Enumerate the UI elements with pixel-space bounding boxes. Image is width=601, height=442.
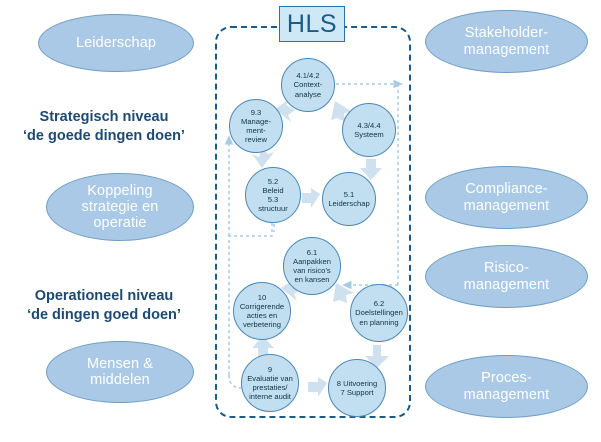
ellipse-risicomanagement[interactable]: Risico- management	[425, 245, 588, 308]
node-evaluatie-prestaties-audit[interactable]: 9 Evaluatie van prestaties/ interne audi…	[241, 354, 299, 412]
node-systeem[interactable]: 4.3/4.4 Systeem	[342, 103, 396, 157]
node-leiderschap[interactable]: 5.1 Leiderschap	[322, 172, 376, 226]
ellipse-leiderschap[interactable]: Leiderschap	[38, 14, 194, 72]
ellipse-stakeholdermanagement[interactable]: Stakeholder- management	[425, 10, 588, 73]
ellipse-koppeling-strategie-operatie[interactable]: Koppeling strategie en operatie	[46, 173, 194, 241]
node-doelstellingen-planning[interactable]: 6.2 Doelstellingen en planning	[350, 284, 408, 342]
node-management-review[interactable]: 9.3 Manage- ment- review	[229, 99, 283, 153]
caption-strategisch-niveau: Strategisch niveau ‘de goede dingen doen…	[23, 109, 185, 144]
ellipse-procesmanagement[interactable]: Proces- management	[425, 355, 588, 418]
ellipse-compliancemanagement[interactable]: Compliance- management	[425, 166, 588, 229]
node-corrigerende-acties-verbetering[interactable]: 10 Corrigerende acties en verbetering	[233, 282, 291, 340]
hls-title-box: HLS	[279, 6, 345, 42]
caption-operationeel-niveau: Operationeel niveau ‘de dingen goed doen…	[27, 288, 181, 323]
node-uitvoering-support[interactable]: 8 Uitvoering 7 Support	[328, 359, 386, 417]
node-beleid-structuur[interactable]: 5.2 Beleid 5.3 structuur	[245, 167, 301, 223]
ellipse-mensen-middelen[interactable]: Mensen & middelen	[46, 341, 194, 403]
node-aanpakken-risicos-kansen[interactable]: 6.1 Aanpakken van risico’s en kansen	[283, 237, 341, 295]
node-context-analyse[interactable]: 4.1/4.2 Context- analyse	[281, 58, 335, 112]
